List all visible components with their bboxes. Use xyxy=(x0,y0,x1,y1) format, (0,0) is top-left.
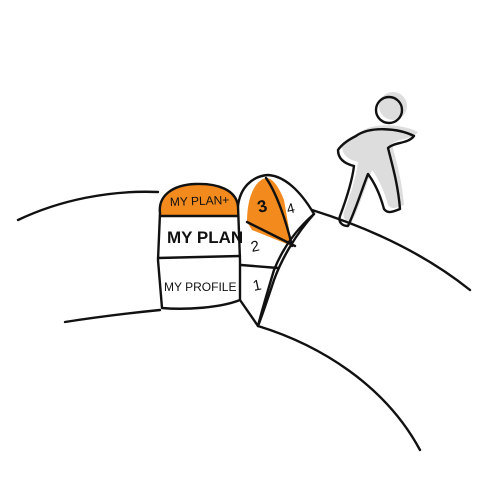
steps-divider-a xyxy=(245,220,297,248)
my-plan-plus-label: MY PLAN+ xyxy=(170,193,230,209)
step-2-label: 2 xyxy=(249,238,261,256)
running-person-icon xyxy=(336,92,418,228)
steps-divider-c xyxy=(264,176,294,248)
my-plan-label: MY PLAN xyxy=(167,228,243,247)
step-3-orange xyxy=(247,178,292,246)
lower-right-ground-line xyxy=(256,324,422,452)
step-1-label: 1 xyxy=(251,277,263,295)
left-hill-line xyxy=(16,190,160,222)
plan-stone xyxy=(156,182,242,310)
step-3-label: 3 xyxy=(255,196,269,217)
my-profile-label: MY PROFILE xyxy=(164,280,236,294)
steps-divider-b xyxy=(239,263,280,270)
steps-stone xyxy=(236,173,316,328)
stone-outline xyxy=(156,182,242,310)
stone-top-orange xyxy=(159,183,238,216)
ground-slope xyxy=(256,212,316,328)
stone-divider-2 xyxy=(156,254,242,260)
step-4-label: 4 xyxy=(285,199,297,216)
right-hill-line xyxy=(310,208,472,292)
lower-ground-line xyxy=(63,308,162,324)
